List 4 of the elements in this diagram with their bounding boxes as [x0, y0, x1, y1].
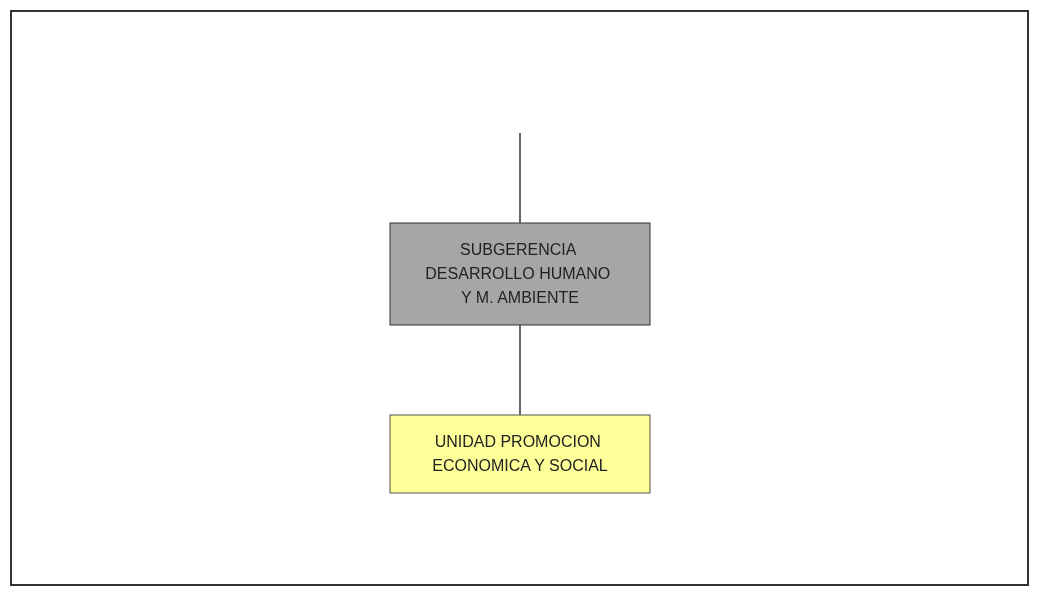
connector: [518, 132, 521, 224]
connector: [518, 324, 521, 416]
node-box: SUBGERENCIA DESARROLLO HUMANO Y M. AMBIENTE: [389, 222, 650, 326]
node-box: UNIDAD PROMOCION ECONOMICA Y SOCIAL: [389, 414, 650, 494]
